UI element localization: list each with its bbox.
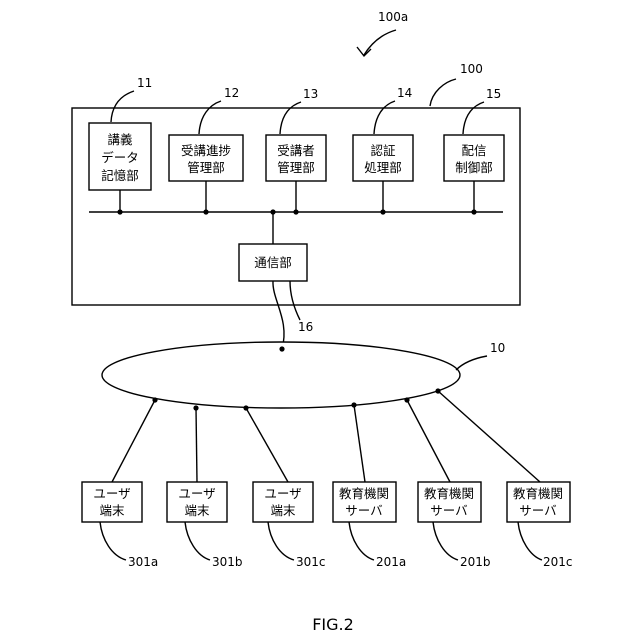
terminal-301a-leader [100,522,126,560]
network-node-201a [351,402,356,407]
terminal-link-201c [438,391,540,482]
terminal-201a-leader [349,522,374,560]
terminal-201c-line-2: サーバ [519,503,556,518]
module-13-ref: 13 [303,87,318,101]
terminal-301a-line-2: 端末 [99,503,125,518]
module-14-line-1: 認証 [370,143,396,158]
network-node-301c [243,405,248,410]
server-ref-label: 100 [460,62,483,76]
module-13-line-1: 受講者 [277,143,315,158]
terminal-301c-leader [268,522,294,560]
network-ref-leader [456,356,487,370]
module-13-line-2: 管理部 [277,160,315,175]
module-14-bus-node [380,209,385,214]
module-11-line-1: 講義 [107,132,133,147]
terminal-201c-leader [518,522,542,560]
module-13-bus-node [293,209,298,214]
module-12-ref: 12 [224,86,239,100]
terminal-301b-line-1: ユーザ [178,486,215,501]
terminal-301c-line-1: ユーザ [264,486,301,501]
terminal-link-301b [196,408,197,482]
terminal-301b-line-2: 端末 [184,503,210,518]
terminal-301a-ref: 301a [128,555,158,569]
module-12-line-2: 管理部 [187,160,225,175]
system-ref-label: 100a [378,10,408,24]
network-node-201c [435,388,440,393]
terminal-link-201b [407,400,450,482]
module-15-line-2: 制御部 [455,160,493,175]
terminal-201c-line-1: 教育機関 [513,486,563,501]
terminal-201a-ref: 201a [376,555,406,569]
module-15-line-1: 配信 [461,143,486,158]
terminal-201c-ref: 201c [543,555,573,569]
terminal-301c-ref: 301c [296,555,326,569]
module-12-bus-node [203,209,208,214]
terminal-link-201a [354,405,365,482]
terminal-201b-ref: 201b [460,555,491,569]
comm-bus-node [270,209,275,214]
terminal-301b-ref: 301b [212,555,243,569]
module-11-ref: 11 [137,76,152,90]
terminal-201a-line-2: サーバ [345,503,382,518]
terminal-301a-line-1: ユーザ [93,486,130,501]
network-ref: 10 [490,341,505,355]
figure-caption: FIG.2 [312,615,354,634]
network-node-201b [404,397,409,402]
terminal-link-301a [112,400,155,482]
terminal-201b-line-2: サーバ [430,503,467,518]
comm-unit-label: 通信部 [254,255,292,270]
terminal-201b-leader [433,522,458,560]
terminal-301c-line-2: 端末 [270,503,296,518]
terminal-201b-line-1: 教育機関 [424,486,474,501]
module-11-line-3: 記憶部 [101,168,139,183]
terminal-201a-line-1: 教育機関 [339,486,389,501]
network-comm-node [279,346,284,351]
network-node-301a [152,397,157,402]
module-12-line-1: 受講進捗 [181,143,232,158]
module-15-bus-node [471,209,476,214]
server-ref-leader [430,79,456,106]
comm-ref: 16 [298,320,313,334]
terminal-link-301c [246,408,288,482]
module-11-bus-node [117,209,122,214]
module-15-ref: 15 [486,87,501,101]
module-14-ref: 14 [397,86,412,100]
network-node-301b [193,405,198,410]
module-11-line-2: データ [101,150,139,165]
module-14-line-2: 処理部 [364,160,402,175]
terminal-301b-leader [185,522,210,560]
